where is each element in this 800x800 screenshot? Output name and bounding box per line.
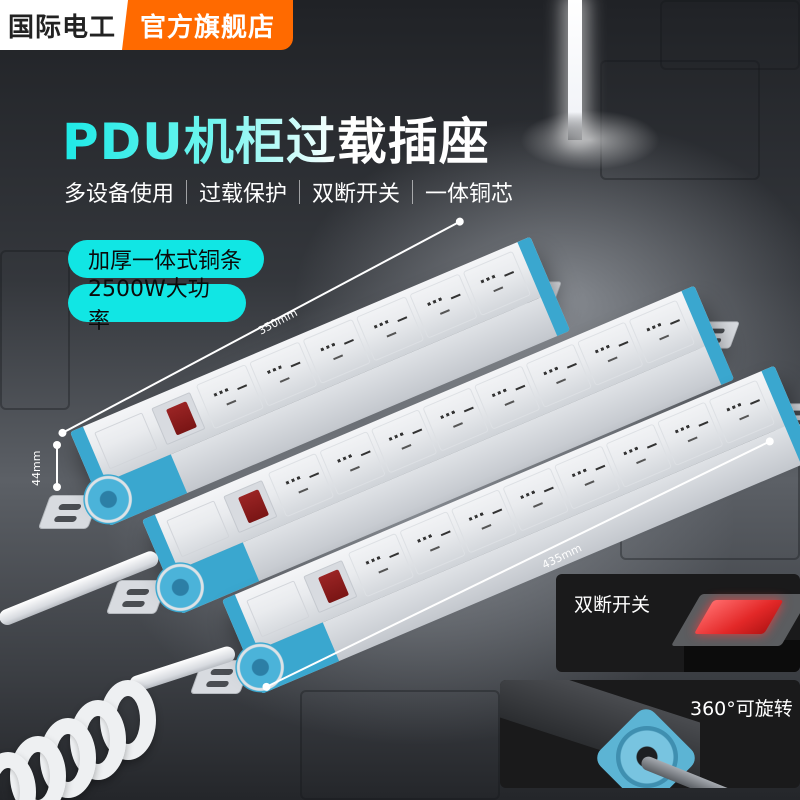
callout-label: 双断开关 bbox=[574, 594, 651, 616]
feature-item: 双断开关 bbox=[312, 182, 401, 207]
light-beam bbox=[568, 0, 582, 140]
feature-divider bbox=[412, 180, 414, 204]
brand-name: 国际电工 bbox=[0, 0, 129, 50]
label-area bbox=[94, 412, 158, 470]
power-switch bbox=[151, 391, 206, 446]
background-panel bbox=[0, 250, 70, 410]
rocker-switch-icon bbox=[237, 489, 270, 524]
background-panel bbox=[300, 690, 500, 800]
callout-rotatable: 360°可旋转 bbox=[500, 680, 800, 788]
rocker-red-button bbox=[693, 600, 784, 634]
feature-item: 多设备使用 bbox=[64, 182, 175, 207]
callout-label: 360°可旋转 bbox=[690, 698, 793, 720]
feature-item: 一体铜芯 bbox=[425, 182, 514, 207]
highlight-pill-copper: 加厚一体式铜条 bbox=[68, 240, 264, 278]
dimension-label-length-short: 350mm bbox=[256, 306, 300, 338]
rocker-switch-icon bbox=[670, 594, 800, 646]
dimension-line-44 bbox=[53, 441, 61, 491]
dimension-label-height: 44mm bbox=[30, 450, 43, 486]
background-panel bbox=[660, 0, 800, 70]
label-area bbox=[166, 500, 230, 558]
rocker-switch-icon bbox=[317, 569, 350, 604]
store-type-label: 官方旗舰店 bbox=[122, 0, 294, 50]
highlight-pill-power: 2500W大功率 bbox=[68, 277, 246, 334]
feature-divider bbox=[186, 180, 188, 204]
highlight-label: 加厚一体式铜条 bbox=[88, 249, 243, 274]
highlight-label: 2500W大功率 bbox=[88, 277, 210, 334]
light-glow bbox=[520, 110, 660, 170]
feature-divider bbox=[299, 180, 301, 204]
rocker-switch-icon bbox=[165, 401, 198, 436]
feature-item: 过载保护 bbox=[199, 182, 288, 207]
product-title: PDU机柜过载插座 bbox=[62, 102, 490, 174]
store-badge[interactable]: 国际电工 官方旗舰店 bbox=[0, 0, 294, 50]
power-switch bbox=[303, 559, 358, 614]
label-area bbox=[246, 580, 310, 638]
power-switch bbox=[223, 479, 278, 534]
feature-list: 多设备使用 过载保护 双断开关 一体铜芯 bbox=[64, 176, 513, 208]
callout-double-switch: 双断开关 bbox=[556, 574, 800, 672]
